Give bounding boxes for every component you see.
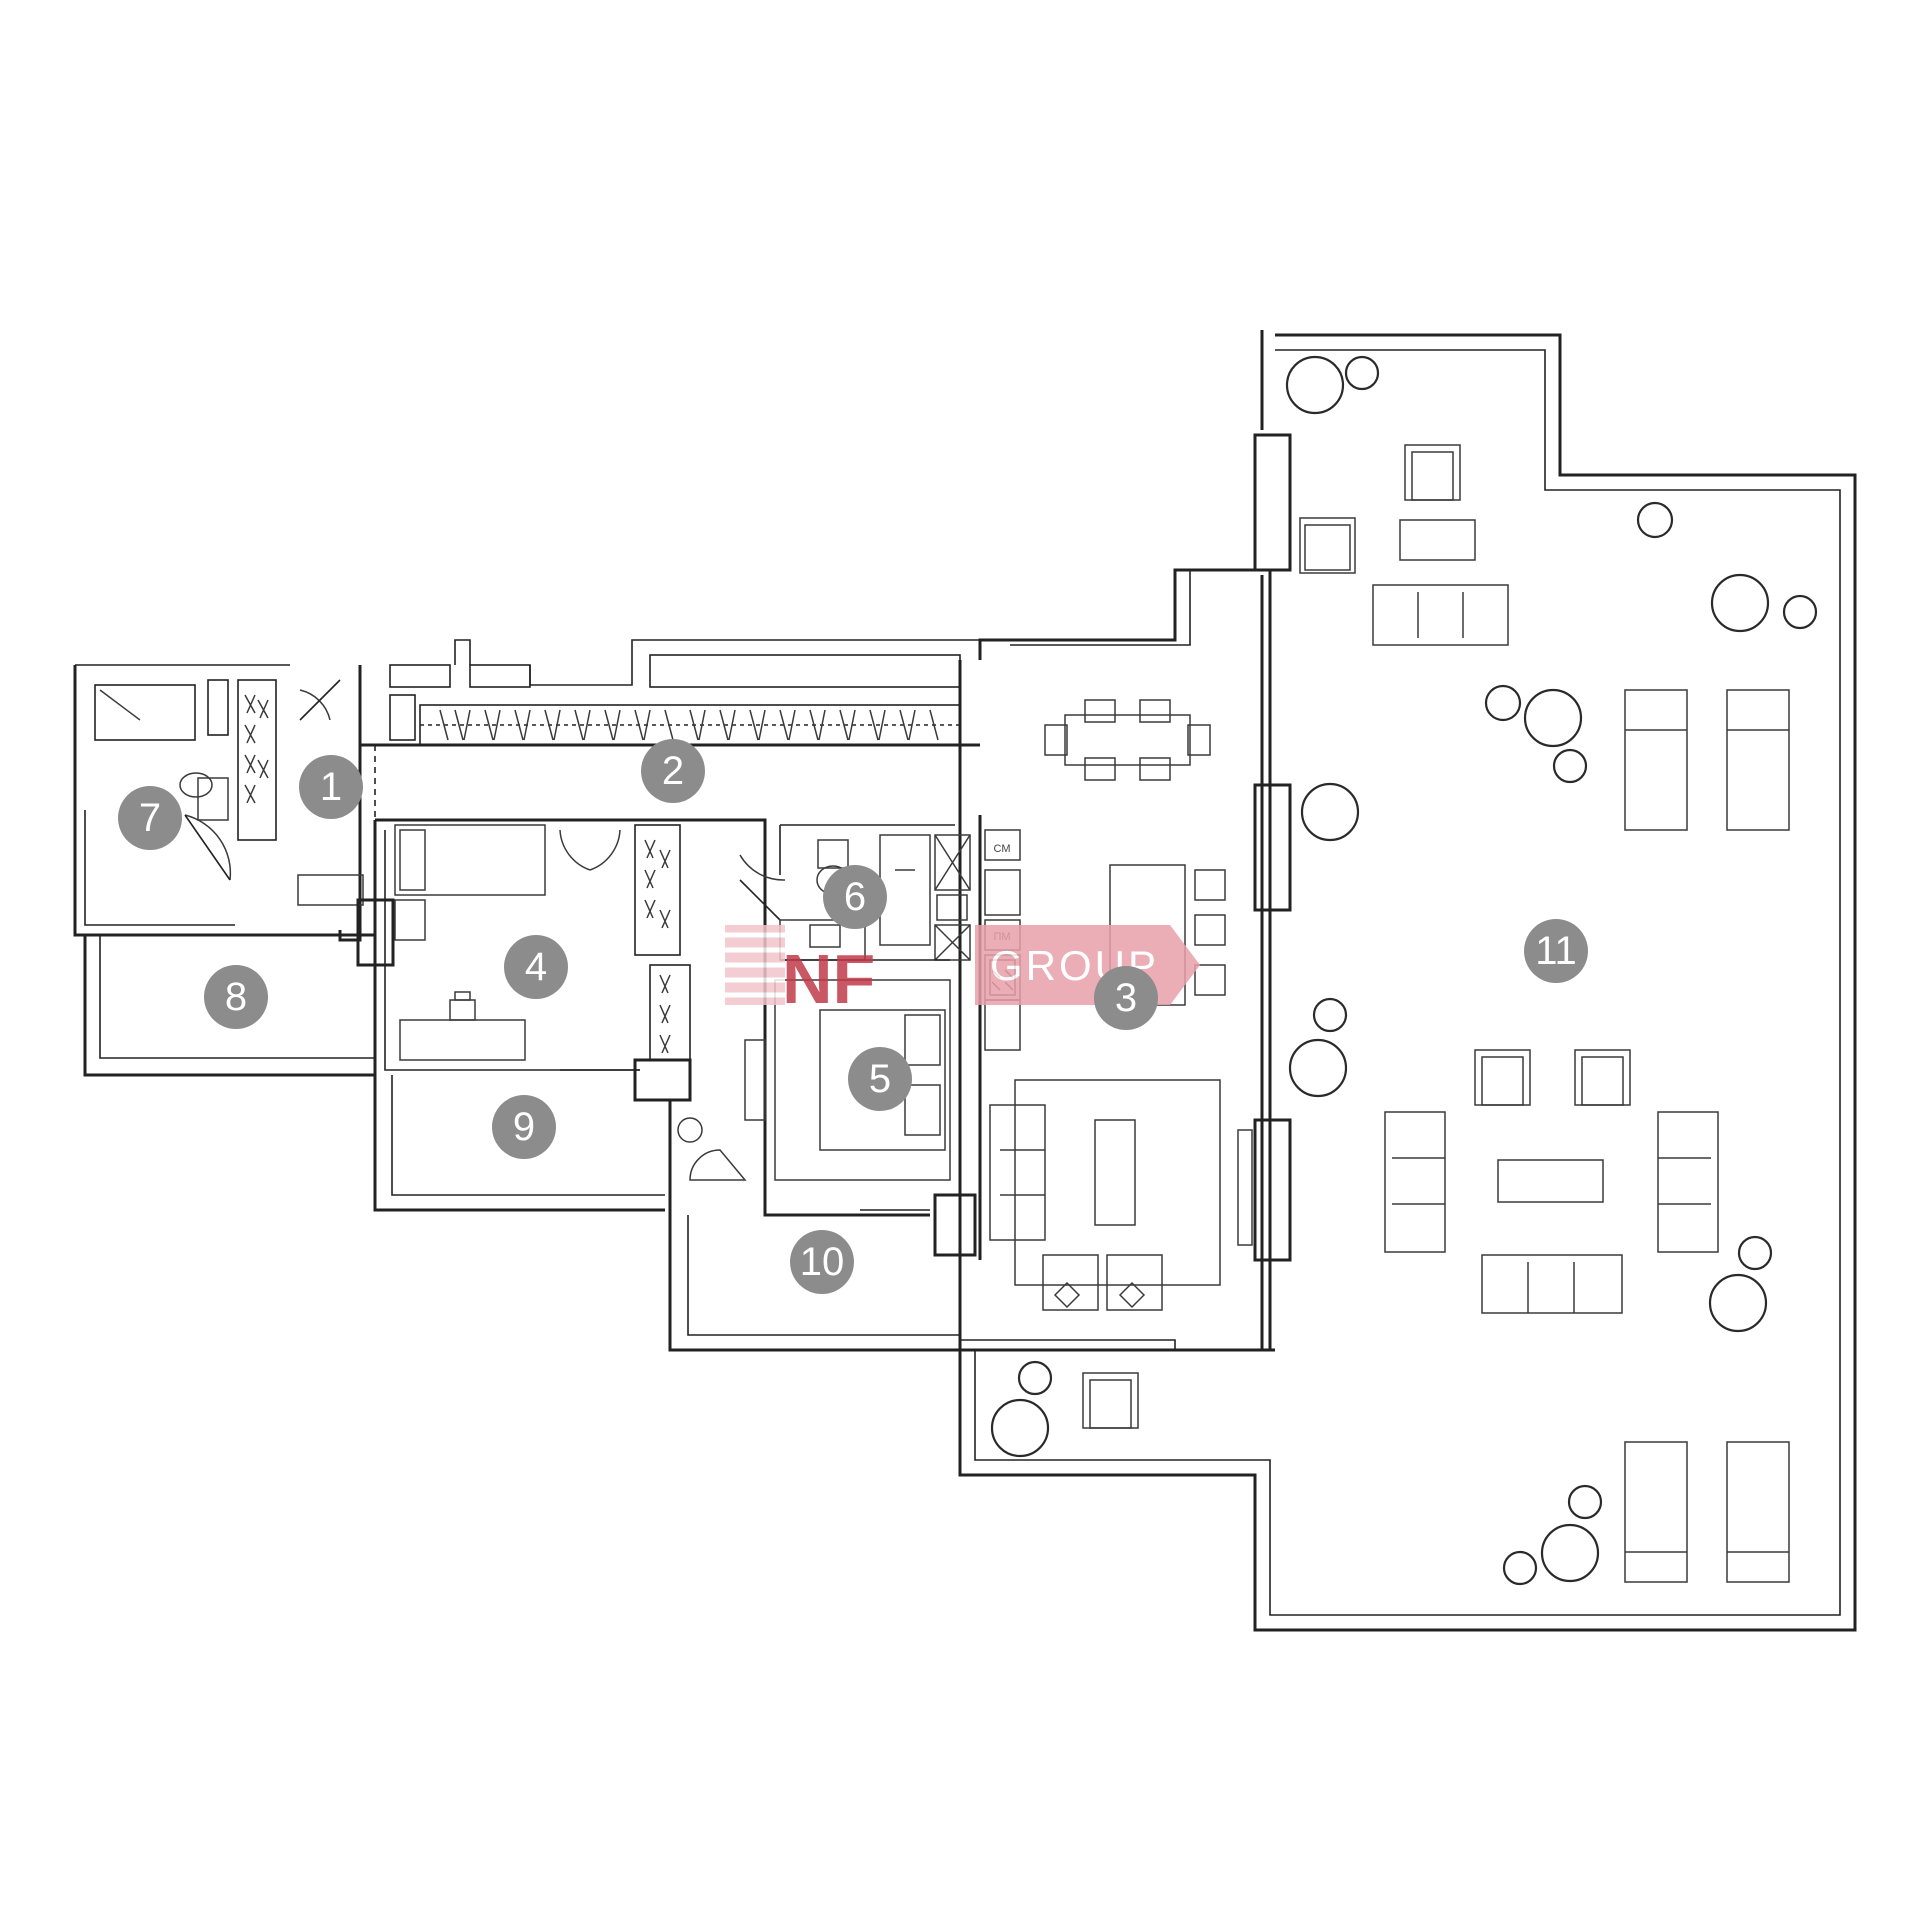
svg-text:6: 6: [844, 875, 866, 919]
wardrobe-corridor: [439, 709, 939, 741]
svg-text:10: 10: [800, 1240, 845, 1284]
room-marker-7: 7: [118, 786, 182, 850]
room-marker-2: 2: [641, 739, 705, 803]
svg-text:5: 5: [869, 1057, 891, 1101]
room-marker-3: 3: [1094, 966, 1158, 1030]
terrace-furniture: [1082, 444, 1790, 1583]
watermark-brand-strong: NF: [782, 940, 875, 1018]
svg-text:8: 8: [225, 975, 247, 1019]
room-marker-4: 4: [504, 935, 568, 999]
room-marker-6: 6: [823, 865, 887, 929]
room-markers: 1 2 3 4 5 6 7 8: [118, 739, 1588, 1294]
terrace-outline: [958, 330, 1857, 1632]
room-marker-9: 9: [492, 1095, 556, 1159]
living-furniture: [989, 699, 1253, 1311]
room-marker-10: 10: [790, 1230, 854, 1294]
svg-text:3: 3: [1115, 976, 1137, 1020]
svg-text:9: 9: [513, 1105, 535, 1149]
svg-text:2: 2: [662, 749, 684, 793]
room-marker-8: 8: [204, 965, 268, 1029]
svg-text:4: 4: [525, 945, 547, 989]
interior-walls: [73, 433, 1292, 1352]
room-marker-5: 5: [848, 1047, 912, 1111]
trees: [990, 355, 1818, 1586]
washing-machine-label: СМ: [994, 843, 1011, 855]
room-marker-11: 11: [1524, 919, 1588, 983]
svg-text:1: 1: [320, 765, 342, 809]
room-marker-1: 1: [299, 755, 363, 819]
svg-text:7: 7: [139, 796, 161, 840]
svg-text:11: 11: [1535, 929, 1577, 973]
